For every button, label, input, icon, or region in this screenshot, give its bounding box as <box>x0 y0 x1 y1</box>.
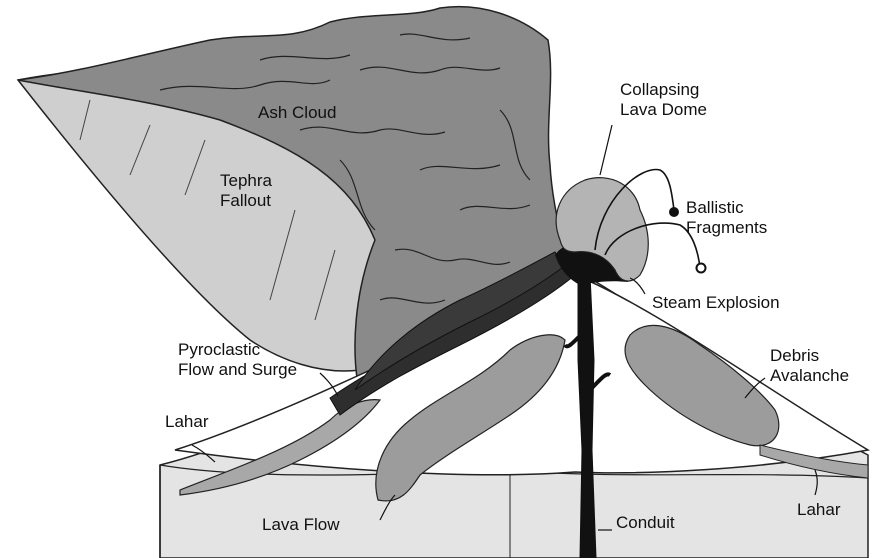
label-lahar-left-text: Lahar <box>165 412 208 432</box>
label-lava-dome-line-1: Collapsing <box>620 80 707 100</box>
label-ballistic-fragments: Ballistic Fragments <box>686 198 767 238</box>
ballistic-fragment-1 <box>669 207 679 217</box>
label-lahar-right: Lahar <box>797 500 840 520</box>
ballistic-fragment-2 <box>697 264 706 273</box>
label-tephra-line-2: Fallout <box>220 191 272 211</box>
label-debris-line-1: Debris <box>770 346 849 366</box>
label-pyroclastic-line-1: Pyroclastic <box>178 340 297 360</box>
label-lahar-left: Lahar <box>165 412 208 432</box>
label-debris-line-2: Avalanche <box>770 366 849 386</box>
label-lahar-right-text: Lahar <box>797 500 840 520</box>
label-ash-cloud-text: Ash Cloud <box>258 103 336 123</box>
label-lava-dome-line-2: Lava Dome <box>620 100 707 120</box>
label-lava-flow: Lava Flow <box>262 515 339 535</box>
label-conduit: Conduit <box>616 513 675 533</box>
label-tephra-line-1: Tephra <box>220 171 272 191</box>
label-ash-cloud: Ash Cloud <box>258 103 336 123</box>
label-ballistic-line-1: Ballistic <box>686 198 767 218</box>
label-steam-explosion: Steam Explosion <box>652 293 780 313</box>
label-pyroclastic-line-2: Flow and Surge <box>178 360 297 380</box>
label-steam-text: Steam Explosion <box>652 293 780 313</box>
label-lava-flow-text: Lava Flow <box>262 515 339 535</box>
label-pyroclastic-flow: Pyroclastic Flow and Surge <box>178 340 297 380</box>
label-tephra-fallout: Tephra Fallout <box>220 171 272 211</box>
label-conduit-text: Conduit <box>616 513 675 533</box>
label-ballistic-line-2: Fragments <box>686 218 767 238</box>
label-debris-avalanche: Debris Avalanche <box>770 346 849 386</box>
label-collapsing-lava-dome: Collapsing Lava Dome <box>620 80 707 120</box>
